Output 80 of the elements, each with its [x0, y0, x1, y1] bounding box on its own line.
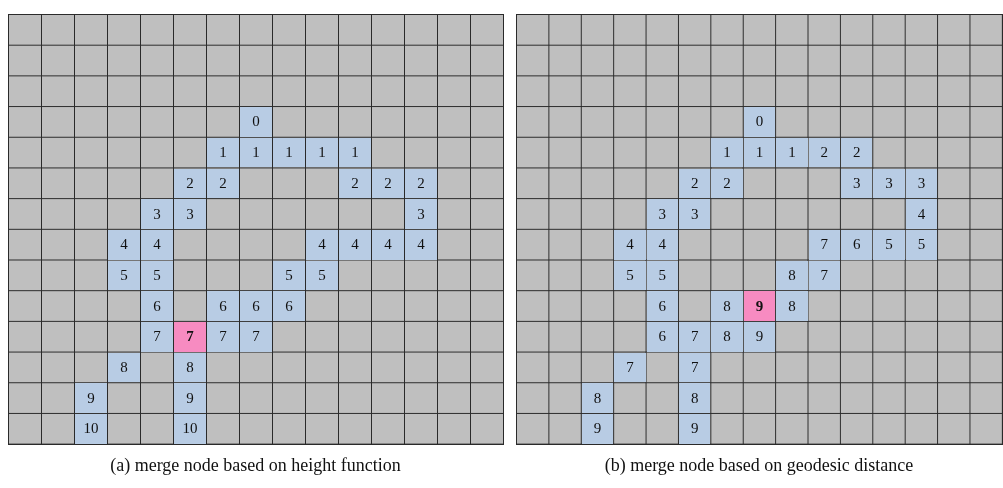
filled-cell: 5: [646, 260, 678, 291]
filled-cell: 3: [905, 168, 938, 199]
filled-cell: 9: [174, 383, 206, 414]
filled-cell: 0: [240, 107, 272, 137]
filled-cell: 8: [711, 291, 743, 321]
filled-cell: 3: [405, 199, 437, 229]
filled-cell: 7: [141, 322, 173, 352]
filled-cell: 2: [405, 168, 437, 199]
filled-cell: 5: [141, 260, 173, 291]
filled-cell: 4: [614, 229, 646, 260]
filled-cell: 7: [240, 322, 272, 352]
filled-cell: 6: [240, 291, 272, 321]
filled-cell: 7: [614, 352, 646, 383]
filled-cell: 5: [306, 260, 338, 291]
filled-cell: 3: [679, 199, 711, 229]
filled-cell: 1: [240, 137, 272, 168]
filled-cell: 1: [339, 137, 371, 168]
highlighted-cell: 9: [743, 291, 776, 321]
filled-cell: 2: [372, 168, 404, 199]
filled-cell: 3: [174, 199, 206, 229]
filled-cell: 1: [207, 137, 239, 168]
filled-cell: 2: [207, 168, 239, 199]
filled-cell: 3: [873, 168, 905, 199]
filled-cell: 2: [339, 168, 371, 199]
filled-cell: 5: [873, 229, 905, 260]
filled-cell: 10: [75, 414, 107, 444]
filled-cell: 4: [306, 229, 338, 260]
grid-panel: [8, 14, 504, 445]
filled-cell: 6: [841, 229, 873, 260]
filled-cell: 6: [273, 291, 305, 321]
filled-cell: 2: [841, 137, 873, 168]
filled-cell: 2: [711, 168, 743, 199]
filled-cell: 2: [174, 168, 206, 199]
filled-cell: 10: [174, 414, 206, 444]
filled-cell: 4: [339, 229, 371, 260]
filled-cell: 1: [273, 137, 305, 168]
filled-cell: 7: [808, 229, 840, 260]
filled-cell: 7: [679, 352, 711, 383]
filled-cell: 8: [711, 322, 743, 352]
filled-cell: 8: [679, 383, 711, 414]
filled-cell: 8: [581, 383, 614, 414]
filled-cell: 3: [141, 199, 173, 229]
filled-cell: 4: [905, 199, 938, 229]
filled-cell: 9: [75, 383, 107, 414]
filled-cell: 2: [679, 168, 711, 199]
filled-cell: 4: [646, 229, 678, 260]
filled-cell: 4: [141, 229, 173, 260]
filled-cell: 7: [808, 260, 840, 291]
filled-cell: 1: [776, 137, 808, 168]
filled-cell: 5: [905, 229, 938, 260]
filled-cell: 6: [141, 291, 173, 321]
highlighted-cell: 7: [174, 322, 206, 352]
filled-cell: 6: [646, 291, 678, 321]
grid-panel: [516, 14, 1003, 445]
filled-cell: 8: [776, 291, 808, 321]
filled-cell: 3: [646, 199, 678, 229]
filled-cell: 9: [743, 322, 776, 352]
filled-cell: 4: [372, 229, 404, 260]
caption: (a) merge node based on height function: [109, 455, 402, 476]
filled-cell: 8: [776, 260, 808, 291]
filled-cell: 2: [808, 137, 840, 168]
filled-cell: 9: [679, 414, 711, 444]
filled-cell: 1: [743, 137, 776, 168]
filled-cell: 3: [841, 168, 873, 199]
filled-cell: 4: [405, 229, 437, 260]
filled-cell: 5: [614, 260, 646, 291]
filled-cell: 8: [108, 352, 140, 383]
filled-cell: 8: [174, 352, 206, 383]
filled-cell: 4: [108, 229, 140, 260]
filled-cell: 6: [646, 322, 678, 352]
filled-cell: 0: [743, 107, 776, 137]
filled-cell: 1: [711, 137, 743, 168]
filled-cell: 5: [108, 260, 140, 291]
filled-cell: 1: [306, 137, 338, 168]
filled-cell: 7: [679, 322, 711, 352]
filled-cell: 5: [273, 260, 305, 291]
filled-cell: 9: [581, 414, 614, 444]
caption: (b) merge node based on geodesic distance: [603, 455, 915, 476]
filled-cell: 7: [207, 322, 239, 352]
filled-cell: 6: [207, 291, 239, 321]
